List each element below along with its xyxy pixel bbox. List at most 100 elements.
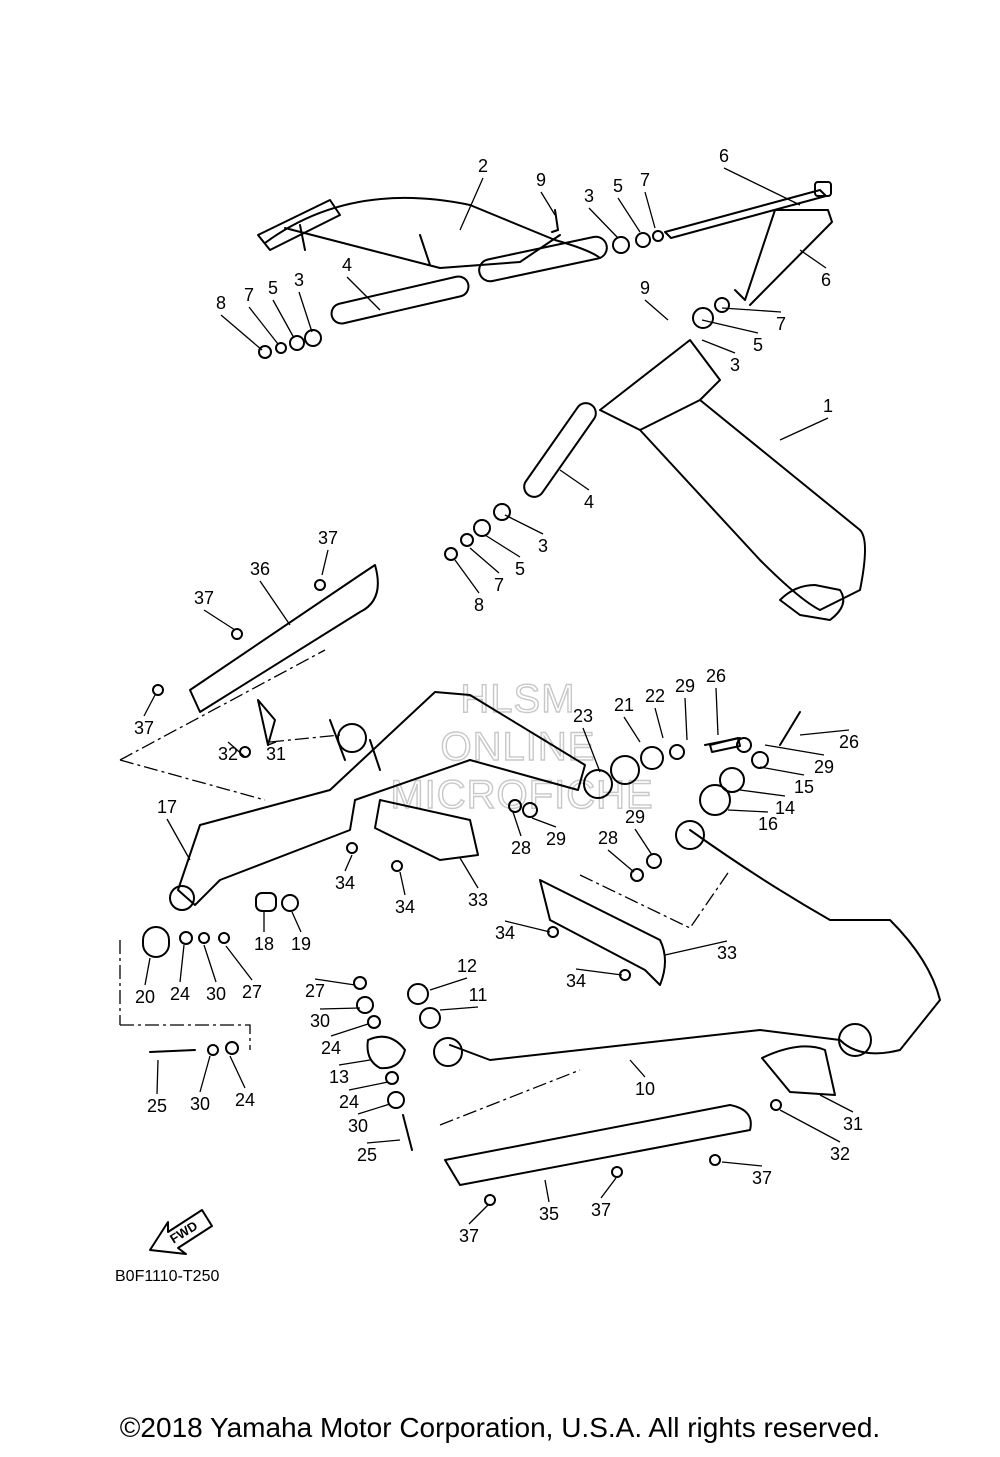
leader-line bbox=[715, 687, 719, 736]
leader-line bbox=[366, 1139, 401, 1144]
callout-number: 7 bbox=[640, 170, 650, 190]
callout-number: 22 bbox=[645, 686, 665, 706]
callout-number: 30 bbox=[348, 1116, 368, 1136]
callout-number: 28 bbox=[511, 838, 531, 858]
callout-number: 32 bbox=[218, 744, 238, 764]
callout-number: 29 bbox=[625, 807, 645, 827]
leader-line bbox=[531, 817, 557, 828]
leader-line bbox=[144, 957, 151, 986]
callout-number: 2 bbox=[478, 156, 488, 176]
fwd-label: FWD bbox=[167, 1218, 200, 1246]
leader-line bbox=[799, 729, 850, 736]
callout-number: 9 bbox=[640, 278, 650, 298]
leader-line bbox=[764, 744, 825, 756]
callout-number: 6 bbox=[719, 146, 729, 166]
leader-line bbox=[779, 1109, 841, 1143]
leader-line bbox=[259, 580, 291, 626]
leader-line bbox=[819, 1094, 854, 1113]
callout-number: 3 bbox=[538, 536, 548, 556]
callout-number: 19 bbox=[291, 934, 311, 954]
callout-number: 24 bbox=[170, 984, 190, 1004]
callout-number: 16 bbox=[758, 814, 778, 834]
callout-number: 23 bbox=[573, 706, 593, 726]
leader-line bbox=[779, 417, 829, 441]
leader-line bbox=[559, 469, 590, 491]
callout-number: 37 bbox=[459, 1226, 479, 1246]
callout-number: 7 bbox=[776, 314, 786, 334]
leader-line bbox=[156, 1059, 159, 1095]
callout-number: 25 bbox=[357, 1145, 377, 1165]
leader-line bbox=[203, 609, 236, 631]
leader-line bbox=[575, 968, 623, 976]
leader-line bbox=[623, 716, 641, 743]
leader-line bbox=[459, 857, 479, 889]
leader-line bbox=[544, 1179, 550, 1203]
leader-line bbox=[701, 319, 759, 334]
callout-number: 5 bbox=[268, 278, 278, 298]
fwd-arrow: FWD bbox=[149, 1209, 213, 1255]
callout-number: 17 bbox=[157, 797, 177, 817]
leader-line bbox=[654, 707, 664, 739]
upper-arm-drawing bbox=[257, 181, 832, 359]
copyright-text: ©2018 Yamaha Motor Corporation, U.S.A. A… bbox=[119, 1412, 881, 1443]
callout-number: 35 bbox=[539, 1204, 559, 1224]
leader-line bbox=[727, 809, 769, 813]
leader-line bbox=[799, 249, 827, 269]
leader-line bbox=[166, 818, 191, 861]
leader-line bbox=[319, 1007, 361, 1010]
callout-number: 7 bbox=[494, 575, 504, 595]
leader-line bbox=[314, 978, 356, 986]
callout-number: 6 bbox=[821, 270, 831, 290]
leader-line bbox=[399, 871, 406, 896]
leader-line bbox=[179, 944, 185, 983]
callout-number: 8 bbox=[216, 293, 226, 313]
callout-number: 27 bbox=[242, 982, 262, 1002]
callout-number: 3 bbox=[294, 270, 304, 290]
callout-number: 37 bbox=[591, 1200, 611, 1220]
callout-number: 9 bbox=[536, 170, 546, 190]
watermark-line1: HLSM bbox=[460, 677, 575, 721]
lower-arm-drawing bbox=[444, 209, 866, 621]
leader-line bbox=[143, 694, 156, 717]
leader-line bbox=[607, 849, 635, 873]
callout-number: 20 bbox=[135, 987, 155, 1007]
fasteners-drawing bbox=[149, 579, 801, 1206]
callout-number: 24 bbox=[321, 1038, 341, 1058]
leader-lines bbox=[143, 167, 854, 1225]
callout-number: 34 bbox=[335, 873, 355, 893]
leader-line bbox=[644, 191, 656, 229]
leader-line bbox=[225, 945, 253, 981]
leader-line bbox=[203, 944, 217, 983]
leader-line bbox=[484, 534, 521, 558]
callout-number: 24 bbox=[235, 1090, 255, 1110]
leader-line bbox=[684, 697, 688, 741]
leader-line bbox=[330, 1023, 369, 1037]
callout-number: 31 bbox=[843, 1114, 863, 1134]
leader-line bbox=[338, 1059, 371, 1066]
leader-line bbox=[199, 1055, 211, 1093]
leader-line bbox=[582, 727, 601, 773]
callout-number: 29 bbox=[675, 676, 695, 696]
leader-line bbox=[644, 299, 669, 321]
callout-number: 34 bbox=[395, 897, 415, 917]
callout-number: 33 bbox=[468, 890, 488, 910]
callout-number: 26 bbox=[706, 666, 726, 686]
callout-number: 14 bbox=[775, 798, 795, 818]
leader-line bbox=[346, 276, 381, 311]
callout-number: 30 bbox=[310, 1011, 330, 1031]
trailing-arm-drawing bbox=[169, 691, 941, 1151]
callout-number: 32 bbox=[830, 1144, 850, 1164]
leader-line bbox=[540, 191, 556, 216]
leader-line bbox=[504, 920, 551, 933]
callout-number: 25 bbox=[147, 1096, 167, 1116]
callout-number: 34 bbox=[495, 923, 515, 943]
callout-number: 30 bbox=[190, 1094, 210, 1114]
callout-number: 15 bbox=[794, 777, 814, 797]
leader-line bbox=[600, 1177, 617, 1199]
leader-line bbox=[468, 1204, 489, 1225]
callout-number: 34 bbox=[566, 971, 586, 991]
leader-line bbox=[298, 291, 313, 333]
callout-number: 12 bbox=[457, 956, 477, 976]
leader-line bbox=[634, 828, 653, 856]
